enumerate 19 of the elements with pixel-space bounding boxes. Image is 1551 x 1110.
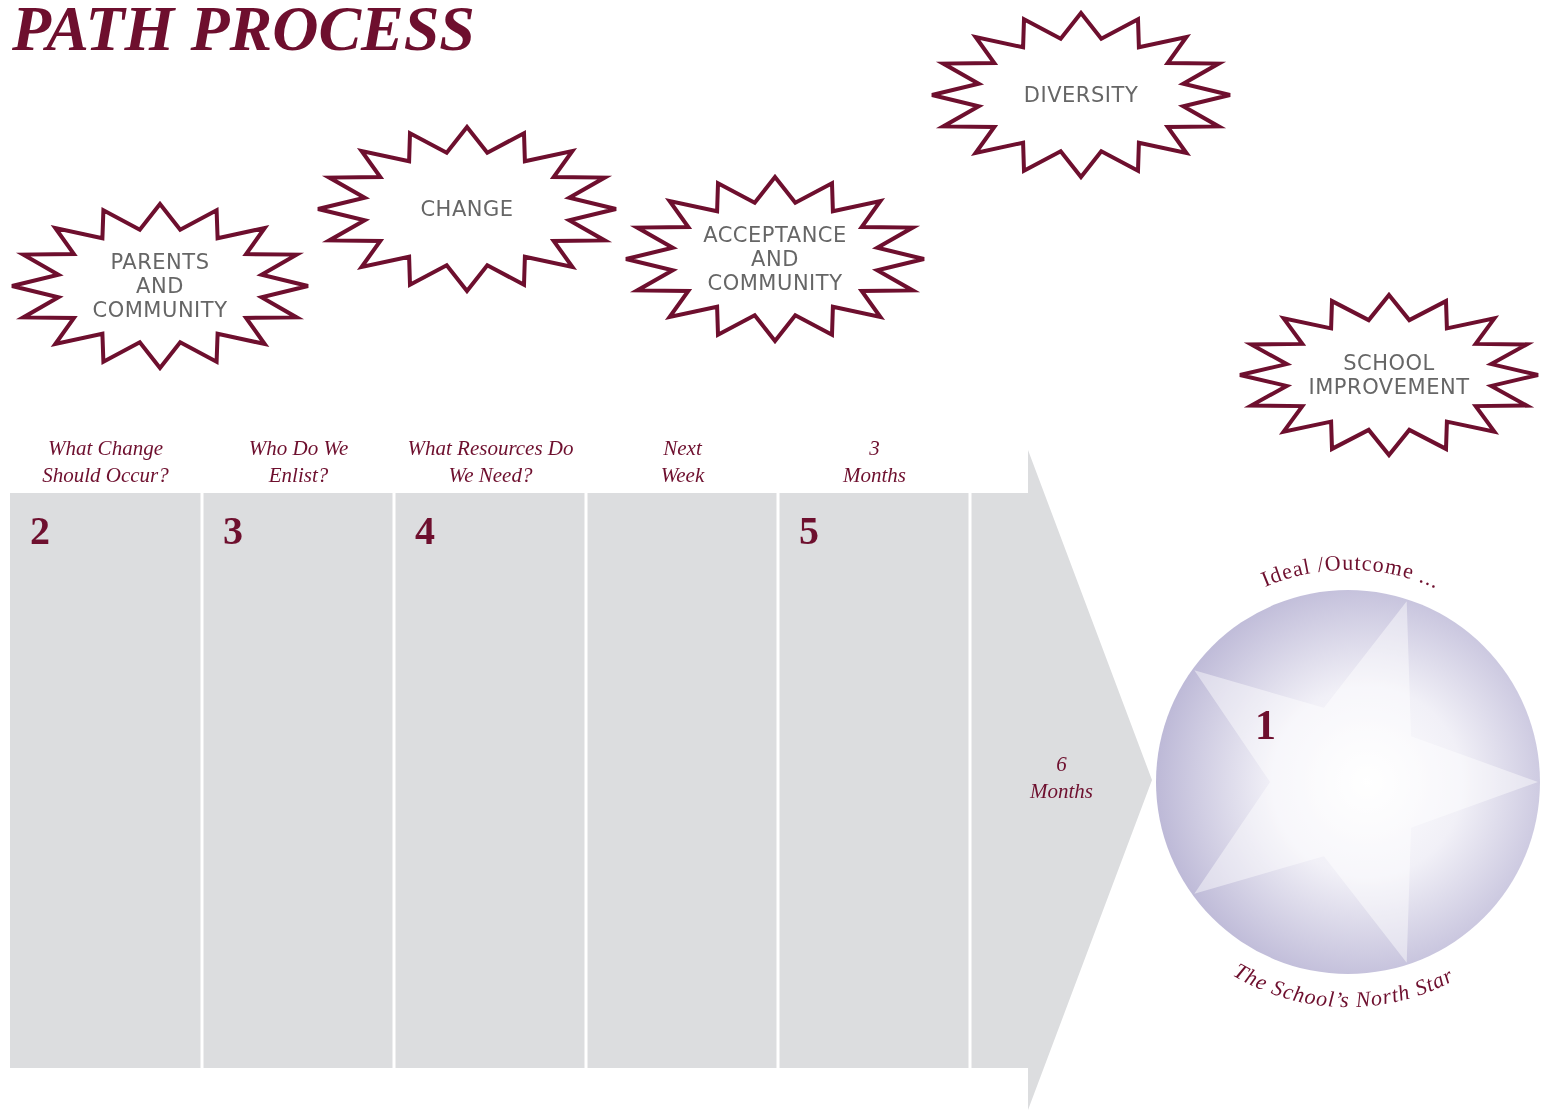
arc-caption: Ideal /Outcome ...: [1257, 549, 1445, 594]
column-heading: 3 Months: [842, 435, 907, 489]
starburst-label: ACCEPTANCE AND COMMUNITY: [702, 223, 848, 295]
arc-caption: The School’s North Star: [1229, 957, 1458, 1013]
starburst-label: SCHOOL IMPROVEMENT: [1307, 351, 1471, 399]
title: PATH PROCESS: [12, 0, 475, 64]
starburst-label: CHANGE: [419, 197, 515, 221]
step-number: 1: [1255, 703, 1276, 747]
column-heading: What Change Should Occur?: [41, 435, 170, 489]
step-number: 3: [223, 509, 243, 553]
step-number: 5: [799, 509, 819, 553]
step-number: 2: [30, 509, 50, 553]
column-heading: Who Do We Enlist?: [247, 435, 350, 489]
timeframe-label: 6 Months: [1029, 751, 1094, 805]
column-heading: Next Week: [659, 435, 706, 489]
column-heading: What Resources Do We Need?: [406, 435, 575, 489]
step-number: 4: [415, 509, 435, 553]
starburst-label: DIVERSITY: [1022, 83, 1140, 107]
starburst-label: PARENTS AND COMMUNITY: [91, 250, 229, 322]
